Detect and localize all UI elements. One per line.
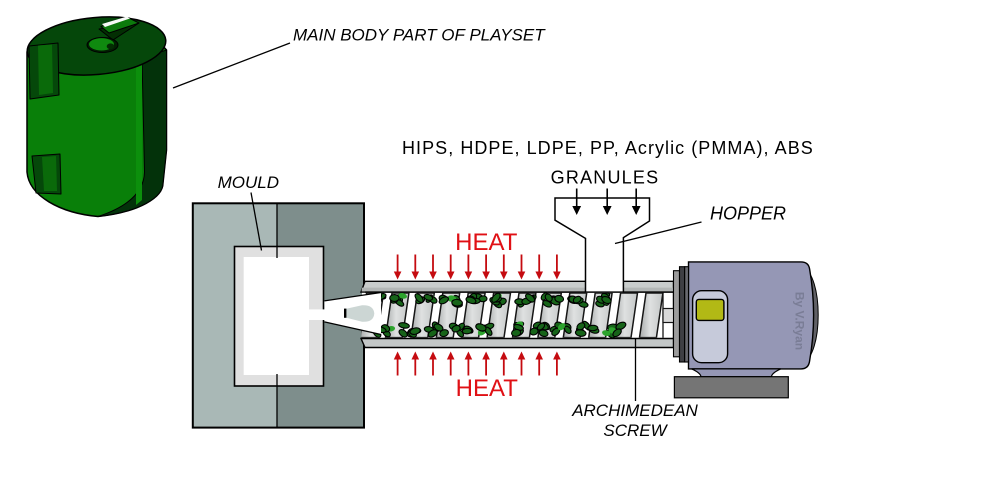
svg-text:MOULD: MOULD bbox=[218, 173, 279, 192]
svg-text:HEAT: HEAT bbox=[456, 375, 519, 402]
svg-text:MAIN BODY PART OF PLAYSET: MAIN BODY PART OF PLAYSET bbox=[293, 26, 546, 45]
svg-text:ARCHIMEDEAN: ARCHIMEDEAN bbox=[571, 401, 698, 420]
svg-text:By V.Ryan: By V.Ryan bbox=[793, 292, 807, 350]
svg-text:HEAT: HEAT bbox=[455, 229, 518, 256]
svg-text:HOPPER: HOPPER bbox=[710, 204, 786, 224]
svg-text:HIPS, HDPE, LDPE, PP, Acrylic: HIPS, HDPE, LDPE, PP, Acrylic (PMMA), AB… bbox=[402, 138, 814, 158]
svg-text:SCREW: SCREW bbox=[603, 421, 668, 440]
svg-text:GRANULES: GRANULES bbox=[551, 168, 660, 188]
